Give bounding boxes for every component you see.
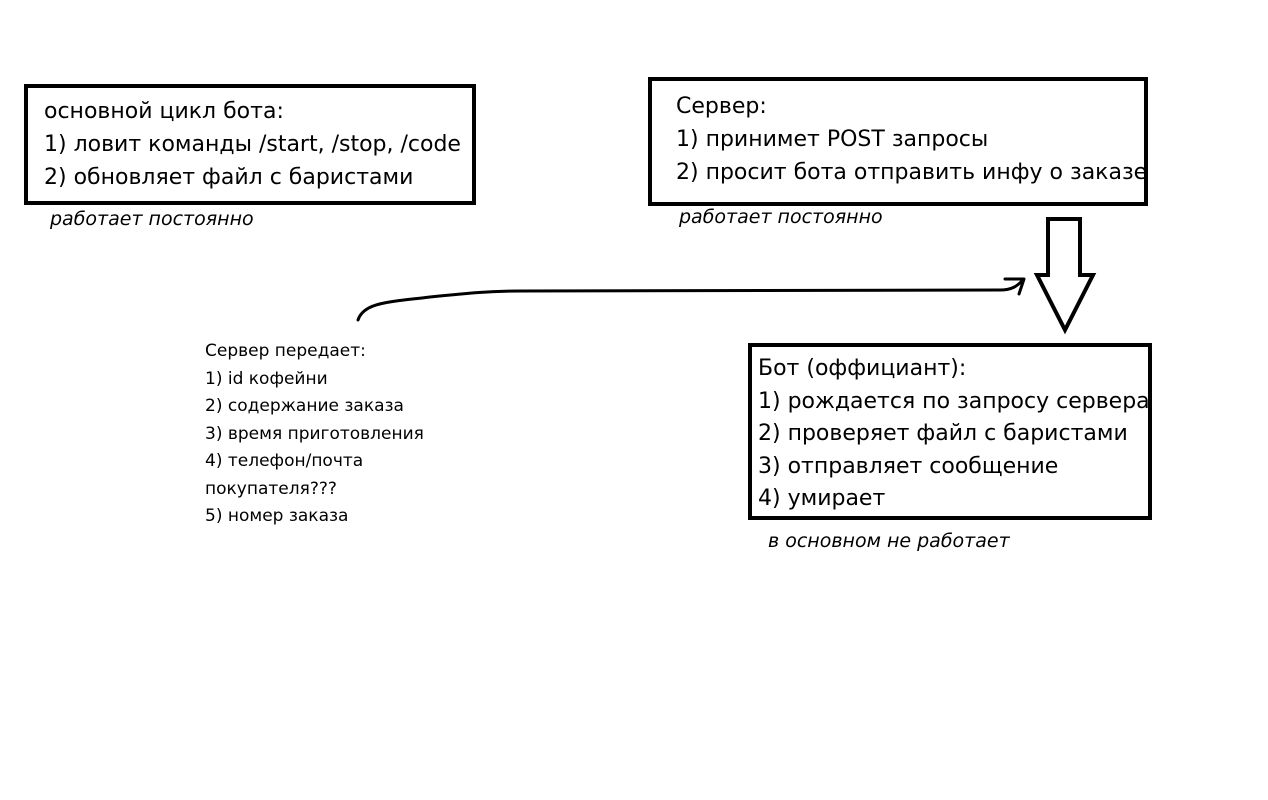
waiter-bot-caption: в основном не работает <box>768 530 1010 552</box>
server-payload-item: 5) номер заказа <box>205 506 349 526</box>
server-item: 2) просит бота отправить инфу о заказе <box>676 160 1148 185</box>
server-box: Сервер: 1) принимет POST запросы 2) прос… <box>648 77 1148 206</box>
bot-main-loop-item: 2) обновляет файл с баристами <box>44 165 414 190</box>
bot-main-loop-item: 1) ловит команды /start, /stop, /code <box>44 132 461 157</box>
server-payload-title: Сервер передает: <box>205 341 366 361</box>
waiter-bot-box: Бот (оффициант): 1) рождается по запросу… <box>748 343 1152 520</box>
waiter-bot-item: 1) рождается по запросу сервера <box>758 388 1150 414</box>
server-payload-item: 2) содержание заказа <box>205 396 404 416</box>
bot-main-loop-box: основной цикл бота: 1) ловит команды /st… <box>24 84 476 205</box>
server-payload-item: 3) время приготовления <box>205 423 424 444</box>
server-payload-note: Сервер передает: 1) id кофейни 2) содерж… <box>205 338 424 531</box>
waiter-bot-item: 3) отправляет сообщение <box>758 453 1059 479</box>
server-payload-item: 1) id кофейни <box>205 368 328 389</box>
server-title: Сервер: <box>676 94 767 119</box>
bot-main-loop-title: основной цикл бота: <box>44 99 284 124</box>
waiter-bot-item: 2) проверяет файл с баристами <box>758 421 1128 446</box>
server-caption: работает постоянно <box>679 206 883 228</box>
server-payload-item: покупателя??? <box>205 478 337 499</box>
server-item: 1) принимет POST запросы <box>676 127 989 152</box>
server-to-waiter-down-arrow <box>1033 217 1097 335</box>
curved-arrow-head <box>1003 277 1026 296</box>
server-payload-item: 4) телефон/почта <box>205 451 364 471</box>
waiter-bot-title: Бот (оффициант): <box>758 356 967 381</box>
waiter-bot-item: 4) умирает <box>758 486 886 511</box>
payload-to-waiter-curved-arrow <box>356 279 1024 322</box>
bot-main-loop-caption: работает постоянно <box>50 208 254 230</box>
